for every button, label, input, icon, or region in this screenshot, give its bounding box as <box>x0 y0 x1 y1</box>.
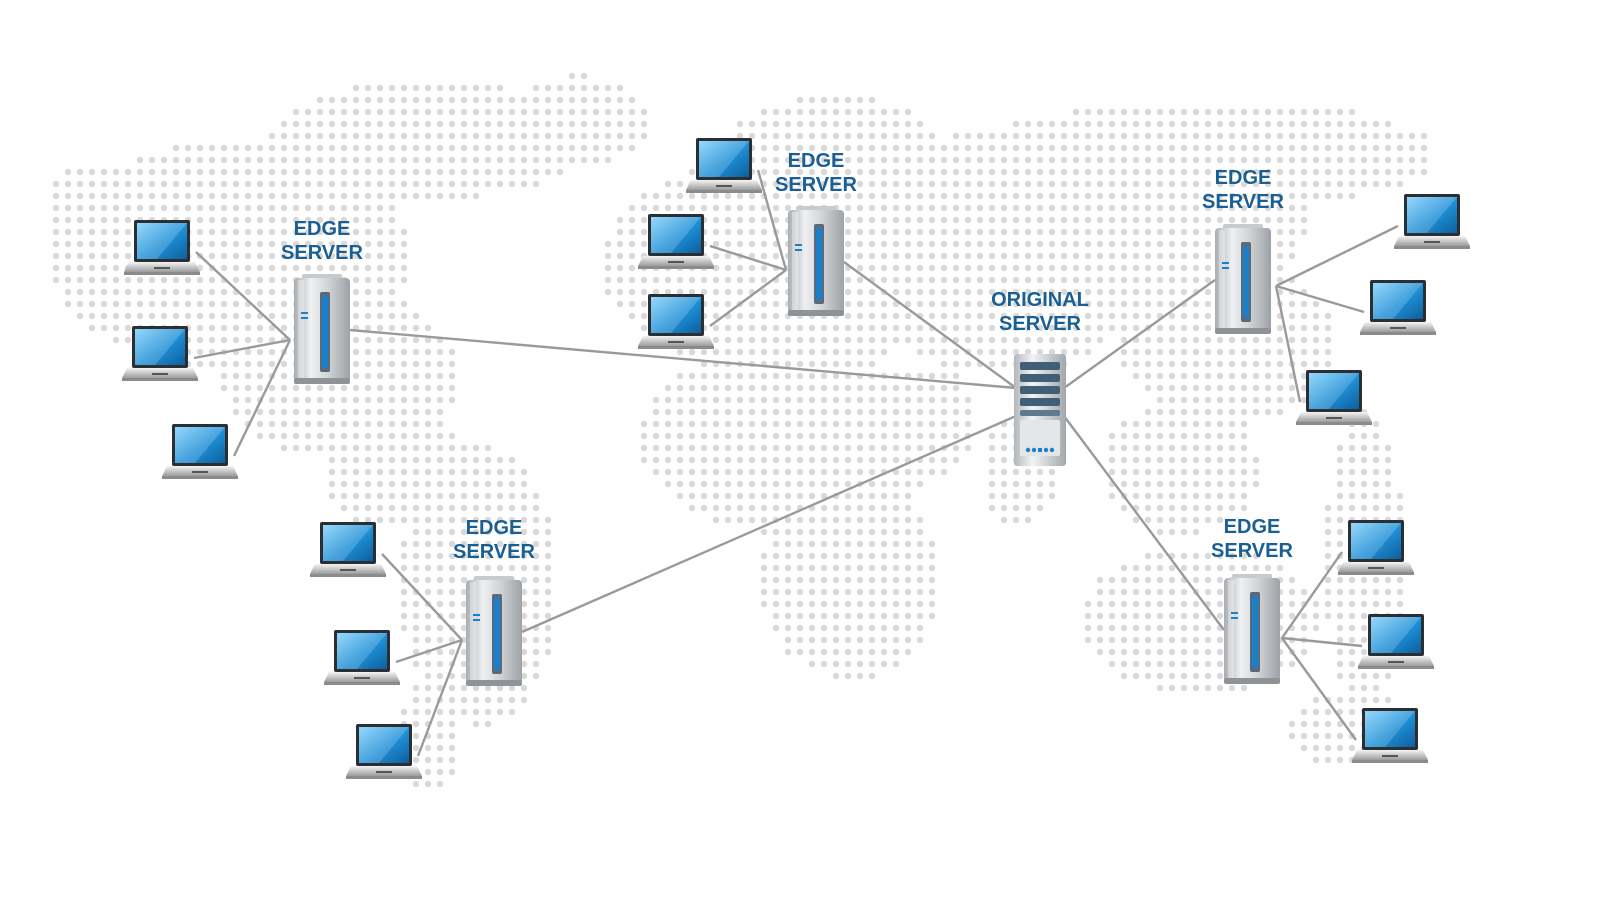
edge-server-label-west-line-2: SERVER <box>281 242 363 264</box>
origin-to-edge-link-south-west <box>521 414 1017 634</box>
original-server-icon <box>1014 354 1066 466</box>
laptop-icon <box>122 326 198 381</box>
client-link-west-3 <box>232 339 292 457</box>
client-link-north-east-2 <box>1275 284 1365 314</box>
laptop-icon <box>1394 194 1470 249</box>
client-link-south-west-3 <box>416 639 464 757</box>
client-link-north-2 <box>709 244 787 272</box>
laptop-icon <box>1352 708 1428 763</box>
edge-server-label-south-west-line-2: SERVER <box>453 541 535 563</box>
client-link-north-east-1 <box>1275 224 1399 288</box>
edge-server-label-north-line-1: EDGE <box>788 150 845 172</box>
client-link-south-east-1 <box>1281 551 1343 639</box>
edge-server-icon <box>1215 224 1271 334</box>
origin-to-edge-link-south-east <box>1063 415 1225 631</box>
client-link-north-east-3 <box>1274 285 1302 403</box>
original-server-label-line-1: ORIGINAL <box>991 289 1089 311</box>
client-link-south-west-1 <box>381 553 463 641</box>
edge-server-label-south-east-line-1: EDGE <box>1224 516 1281 538</box>
laptop-icon <box>346 724 422 779</box>
edge-server-label-south-east-line-2: SERVER <box>1211 540 1293 562</box>
client-link-west-1 <box>195 251 291 341</box>
client-link-north-1 <box>756 169 788 271</box>
laptop-icon <box>1360 280 1436 335</box>
edge-server-icon <box>294 274 350 384</box>
edge-server-icon <box>788 206 844 316</box>
edge-server-label-north-east-line-2: SERVER <box>1202 191 1284 213</box>
edge-server-icon <box>1224 574 1280 684</box>
origin-to-edge-link-north-east <box>1063 279 1216 389</box>
client-link-south-east-2 <box>1281 636 1363 648</box>
edge-server-label-north-line-2: SERVER <box>775 174 857 196</box>
laptop-icon <box>162 424 238 479</box>
laptop-icon <box>324 630 400 685</box>
edge-server-label-south-west-line-1: EDGE <box>466 517 523 539</box>
edge-server-label-north-east-line-1: EDGE <box>1215 167 1272 189</box>
laptop-icon <box>686 138 762 193</box>
client-link-south-west-2 <box>395 638 463 664</box>
edge-server-label-west-line-1: EDGE <box>294 218 351 240</box>
origin-to-edge-link-north <box>843 261 1017 389</box>
origin-to-edge-link-west <box>349 328 1017 390</box>
client-link-west-2 <box>193 338 291 360</box>
laptop-icon <box>638 294 714 349</box>
laptop-icon <box>1358 614 1434 669</box>
client-link-south-east-3 <box>1281 637 1357 741</box>
laptop-icon <box>124 220 200 275</box>
connections <box>193 169 1399 757</box>
original-server-label-line-2: SERVER <box>999 313 1081 335</box>
client-link-north-3 <box>709 269 787 327</box>
laptop-icon <box>638 214 714 269</box>
laptop-icon <box>1296 370 1372 425</box>
laptop-icon <box>310 522 386 577</box>
edge-server-icon <box>466 576 522 686</box>
laptop-icon <box>1338 520 1414 575</box>
